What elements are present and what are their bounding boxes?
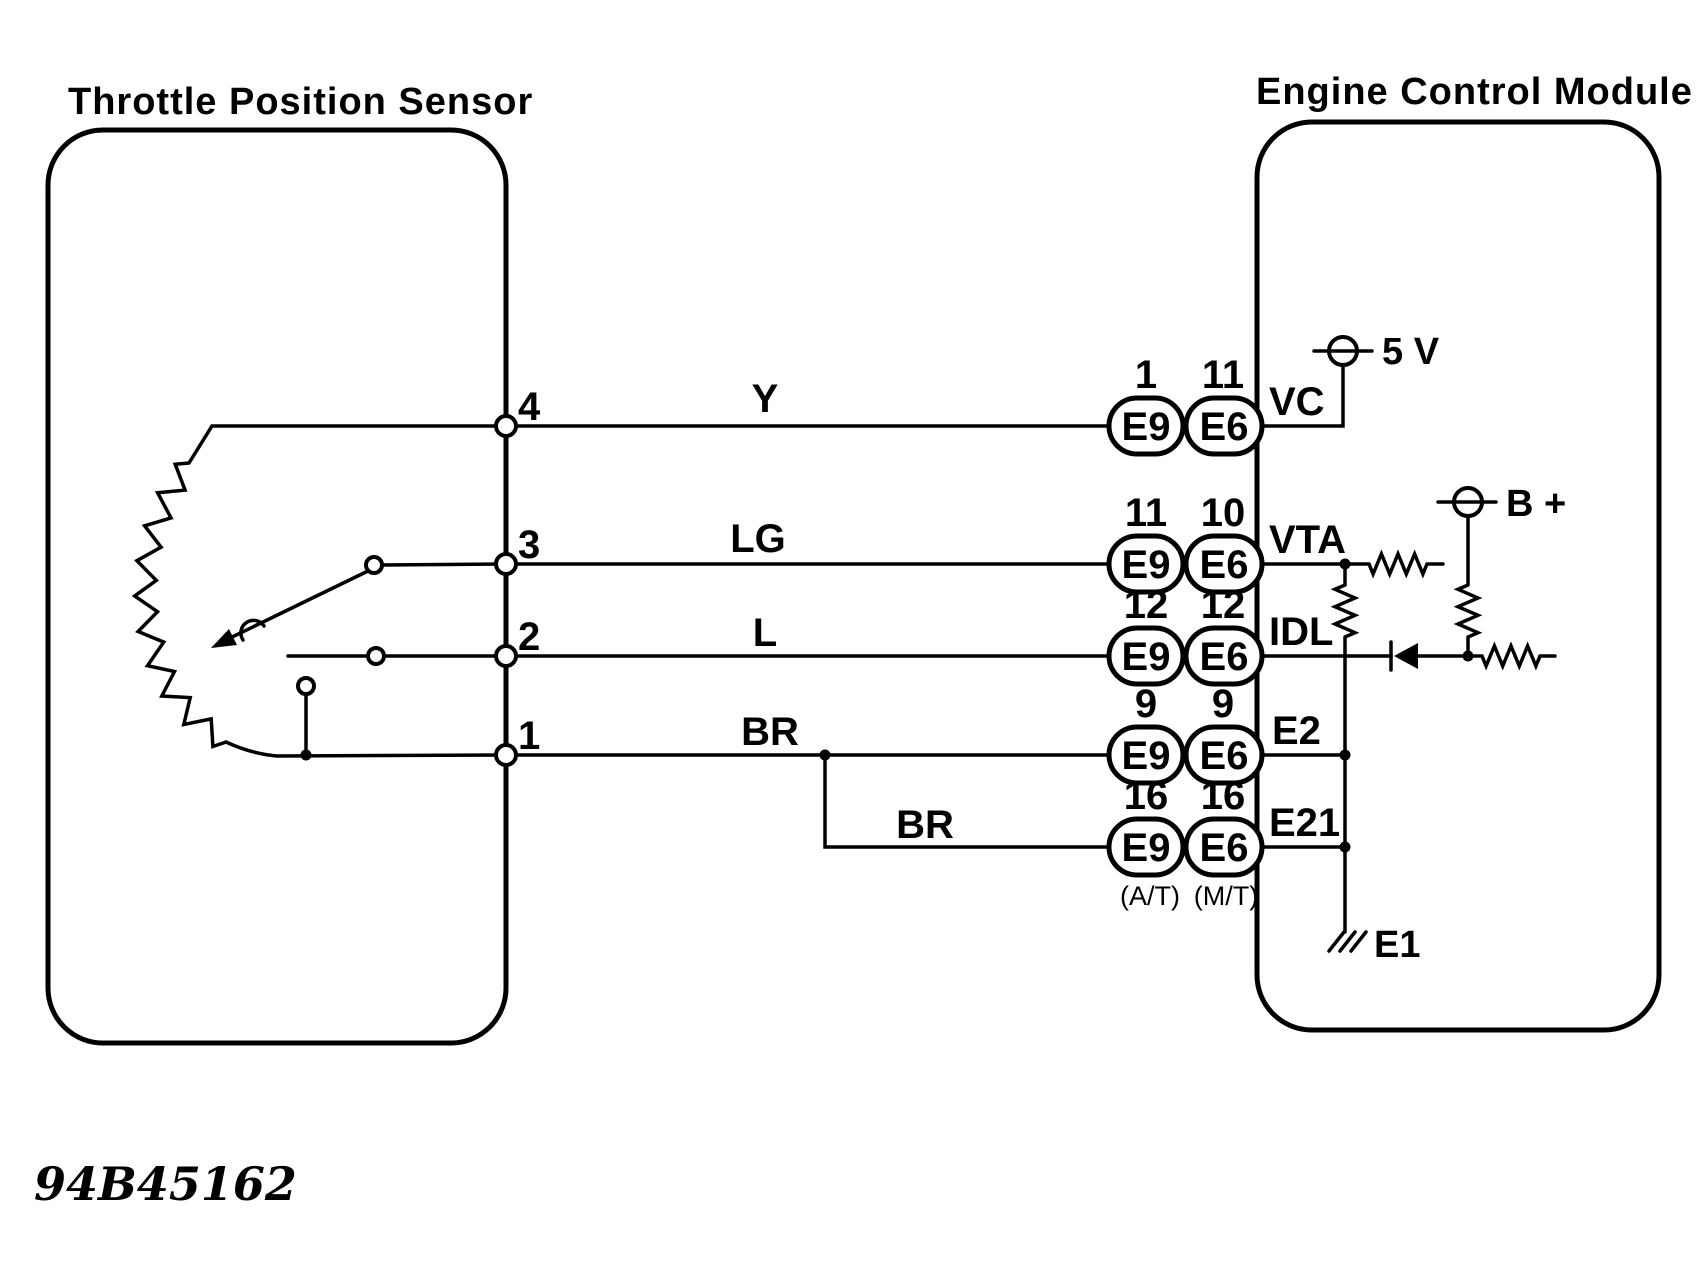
sensor-pins: 4 3 2 1	[494, 385, 541, 767]
wiper-arm	[226, 569, 370, 641]
wire-label-lg: LG	[730, 517, 786, 561]
idle-switch-fixed-contact-circle	[296, 676, 316, 696]
e21-junction-dot	[1339, 841, 1351, 853]
ecm-box-outline	[1254, 119, 1662, 1033]
e6-connector-label: E6	[1200, 826, 1249, 870]
e9-connector-oval	[1106, 533, 1186, 595]
terminal-vta-label: VTA	[1269, 518, 1346, 562]
arc-to-pin4-lead	[187, 424, 508, 465]
wiper-contact-hook	[239, 618, 266, 642]
e6-pin-number: 11	[1202, 353, 1244, 397]
e6-connector-label: E6	[1200, 543, 1249, 587]
wiper-to-pin3-lead	[380, 562, 508, 567]
sensor-box-outline	[45, 127, 509, 1046]
e6-pin-number: 9	[1212, 682, 1234, 726]
wire-br-branch	[823, 753, 1114, 849]
e6-pin-number: 16	[1201, 774, 1246, 818]
sensor-pin3-circle	[494, 552, 518, 576]
idl-series-resistor	[1480, 641, 1542, 671]
sensor-pin4-number: 4	[518, 385, 541, 429]
sensor-title: Throttle Position Sensor	[68, 81, 533, 123]
divider-resistor	[1330, 583, 1360, 639]
e6-connector-oval	[1183, 816, 1265, 878]
e9-pin-number: 12	[1124, 583, 1169, 627]
connector-row-vc: 1 11 E9 E6	[1106, 353, 1265, 457]
wiper-arrowhead	[211, 629, 237, 648]
e2-junction-dot	[1339, 749, 1351, 761]
e6-connector-label: E6	[1200, 405, 1249, 449]
e9-pin-number: 9	[1135, 682, 1157, 726]
e9-pin-number: 11	[1125, 491, 1167, 535]
ground-icon	[1327, 930, 1368, 953]
throttle-position-sensor-block: Throttle Position Sensor	[45, 81, 533, 1046]
idle-switch-contact-circle	[366, 646, 386, 666]
e6-pin-number: 10	[1201, 491, 1246, 535]
e9-connector-label: E9	[1122, 405, 1171, 449]
e9-connector-label: E9	[1122, 826, 1171, 870]
potentiometer	[131, 424, 508, 761]
sensor-pin3-number: 3	[518, 523, 540, 567]
ground-e1-label: E1	[1374, 924, 1420, 966]
e9-connector-oval	[1106, 724, 1186, 786]
wire-label-l: L	[753, 611, 777, 655]
supply-5v-label: 5 V	[1382, 331, 1440, 373]
e9-connector-label: E9	[1122, 635, 1171, 679]
e6-connector-oval	[1183, 395, 1265, 457]
sensor-pin2-circle	[494, 644, 518, 668]
e9-pin-number: 16	[1124, 774, 1169, 818]
ecm-internals: 5 V B + E1	[1253, 331, 1566, 966]
sensor-pin4-circle	[494, 414, 518, 438]
e9-pin-number: 1	[1135, 353, 1157, 397]
arc-to-pin1-lead	[224, 740, 508, 758]
e9-connector-oval	[1106, 816, 1186, 878]
at-transmission-note: (A/T)	[1120, 881, 1180, 911]
connector-row-e2: 9 9 E9 E6	[1106, 682, 1265, 786]
sensor-pin1-circle	[494, 743, 518, 767]
e6-connector-oval	[1183, 625, 1265, 687]
vta-series-resistor	[1367, 549, 1429, 579]
e6-connector-oval	[1183, 533, 1265, 595]
connector-row-e21: 16 16 E9 E6 (A/T) (M/T)	[1106, 774, 1265, 911]
wire-label-br-branch: BR	[896, 803, 954, 847]
e9-connector-oval	[1106, 395, 1186, 457]
e9-connector-label: E9	[1122, 543, 1171, 587]
diode-icon	[1394, 643, 1418, 669]
bplus-pullup-resistor	[1453, 583, 1483, 639]
e6-connector-label: E6	[1200, 734, 1249, 778]
connector-row-idl: 12 12 E9 E6	[1106, 583, 1265, 687]
ecm-title: Engine Control Module	[1256, 71, 1693, 113]
supply-bplus-label: B +	[1506, 483, 1566, 525]
figure-number: 94B45162	[34, 1157, 297, 1211]
e9-connector-oval	[1106, 625, 1186, 687]
sensor-pin1-number: 1	[518, 714, 540, 758]
terminal-e2-label: E2	[1272, 709, 1321, 753]
vc-trace	[1253, 363, 1345, 428]
potentiometer-resistor-arc	[131, 461, 227, 749]
idle-switch-junction-dot	[300, 749, 312, 761]
connector-row-vta: 11 10 E9 E6	[1106, 491, 1265, 595]
terminal-e21-label: E21	[1269, 801, 1340, 845]
terminal-vc-label: VC	[1269, 380, 1325, 424]
sensor-pin2-number: 2	[518, 615, 540, 659]
terminal-idl-label: IDL	[1269, 610, 1333, 654]
wire-label-br: BR	[741, 710, 799, 754]
e9-connector-label: E9	[1122, 734, 1171, 778]
e6-connector-oval	[1183, 724, 1265, 786]
harness-wires: Y LG L BR BR	[504, 377, 1114, 849]
e6-pin-number: 12	[1201, 583, 1246, 627]
e6-connector-label: E6	[1200, 635, 1249, 679]
wire-label-y: Y	[752, 377, 779, 421]
mt-transmission-note: (M/T)	[1194, 881, 1258, 911]
